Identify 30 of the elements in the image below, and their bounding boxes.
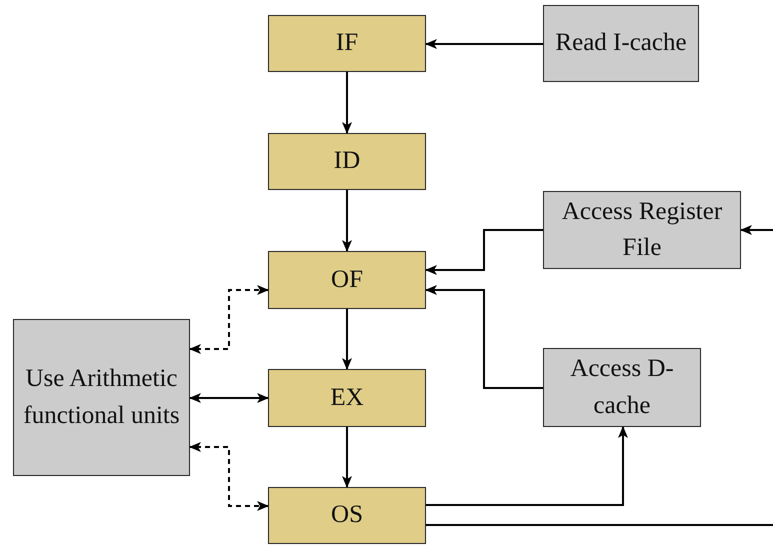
box-label: IF (336, 28, 358, 58)
resource-box (543, 191, 741, 269)
arrow (189, 393, 269, 403)
arrow (425, 285, 543, 389)
box-label: ID (334, 146, 360, 176)
box-label: OF (331, 264, 363, 295)
arrow (426, 426, 628, 506)
stage-box (268, 251, 426, 309)
box-label: EX (330, 382, 364, 413)
arrow (342, 309, 352, 370)
arrow (189, 442, 269, 511)
box-label: Use Arithmetic functional units (22, 364, 181, 430)
arrow (189, 285, 269, 354)
resource-box (13, 319, 190, 476)
box-label: OS (331, 500, 363, 530)
resource-box (543, 348, 701, 427)
stage-box (268, 487, 426, 544)
resource-box (543, 5, 699, 82)
arrow (342, 190, 352, 252)
stage-box (268, 369, 426, 427)
arrow (342, 427, 352, 488)
arrow (342, 72, 352, 134)
stage-box (268, 15, 426, 72)
arrow (425, 39, 543, 49)
arrow (740, 225, 773, 235)
stage-box (268, 133, 426, 190)
box-label: Access Register File (560, 196, 724, 263)
arrow (425, 229, 543, 275)
box-label: Access D-cache (569, 354, 675, 420)
box-label: Read I-cache (555, 28, 687, 58)
